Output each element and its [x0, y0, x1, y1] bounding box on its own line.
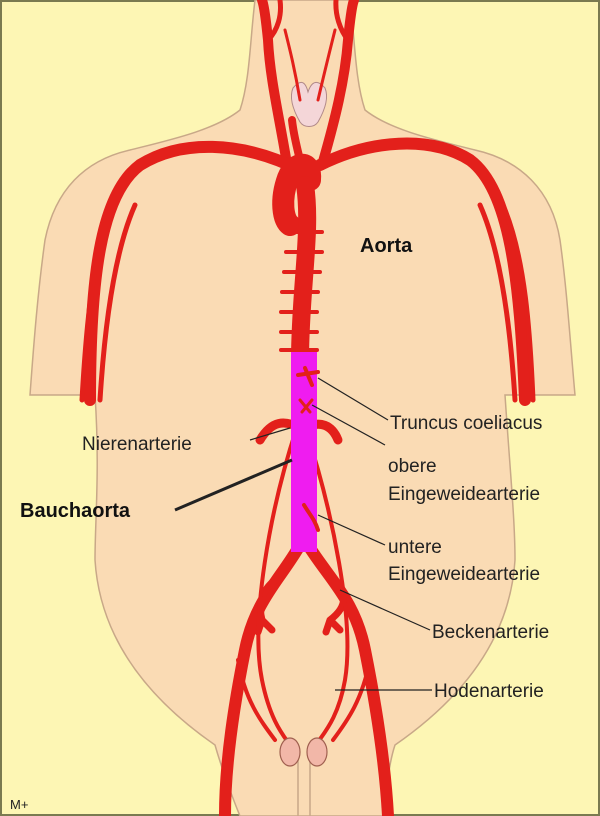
label-truncus-coeliacus: Truncus coeliacus: [390, 413, 542, 434]
label-untere: untere: [388, 537, 442, 558]
label-untere-eingeweidearterie: Eingeweidearterie: [388, 564, 540, 585]
left-testis: [280, 738, 300, 766]
label-aorta: Aorta: [360, 235, 413, 257]
label-obere: obere: [388, 456, 437, 477]
label-obere-eingeweidearterie: Eingeweidearterie: [388, 484, 540, 505]
label-hodenarterie: Hodenarterie: [434, 681, 544, 702]
label-nierenarterie: Nierenarterie: [82, 434, 192, 455]
right-testis: [307, 738, 327, 766]
corner-mark: M+: [10, 797, 28, 812]
label-beckenarterie: Beckenarterie: [432, 622, 549, 643]
label-bauchaorta: Bauchaorta: [20, 500, 131, 522]
